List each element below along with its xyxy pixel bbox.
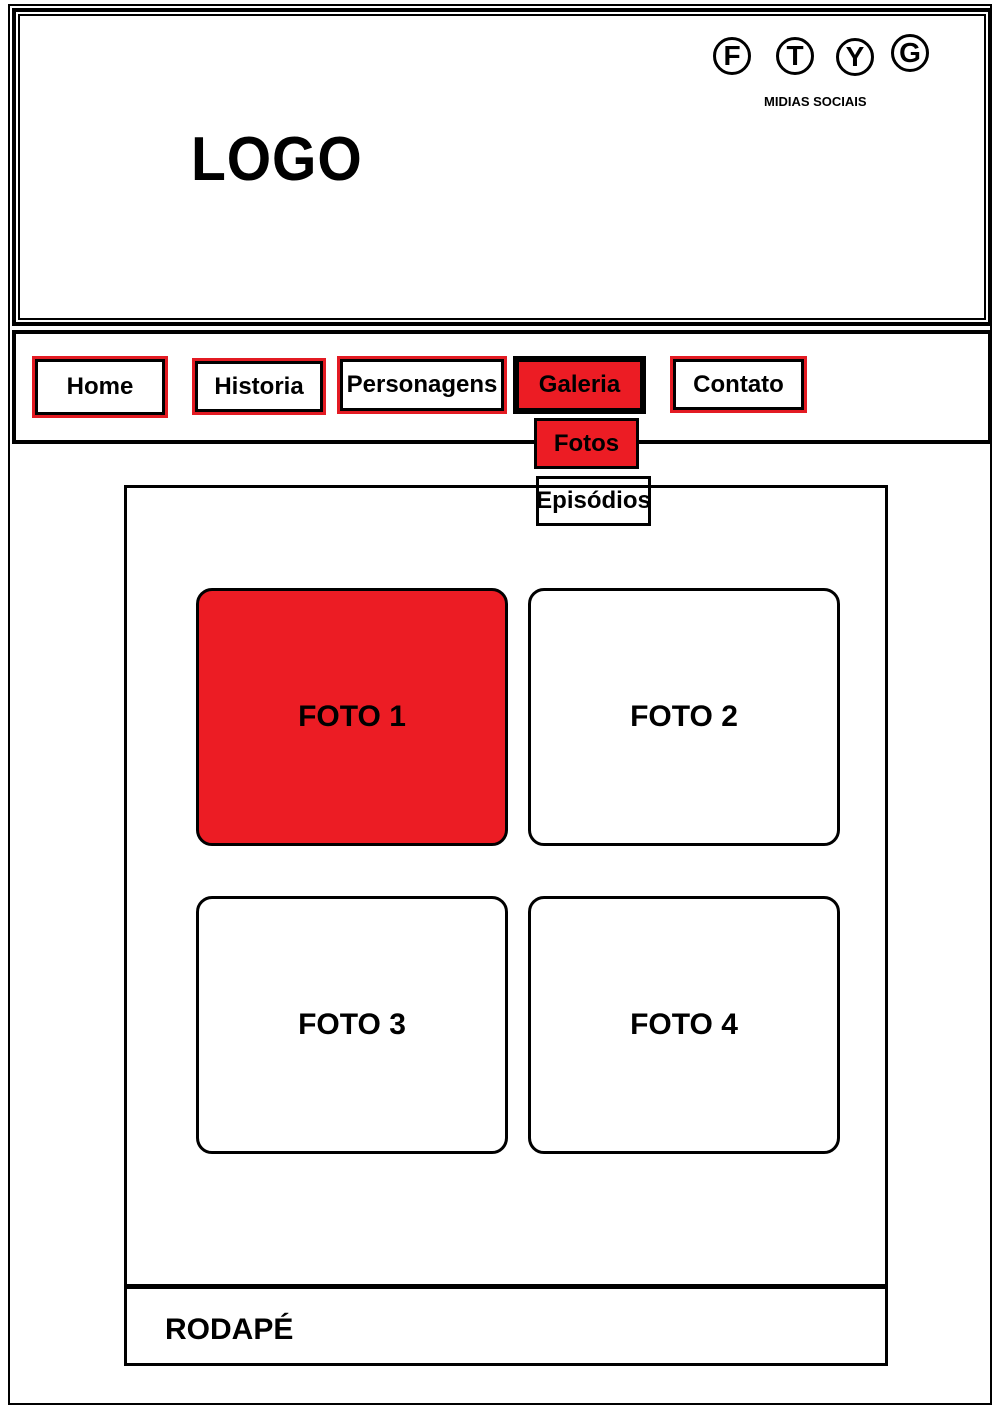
main-content: FOTO 1 FOTO 2 FOTO 3 FOTO 4: [124, 485, 888, 1287]
twitter-icon[interactable]: T: [776, 37, 814, 75]
social-media-label: MIDIAS SOCIAIS: [764, 94, 867, 109]
photo-label: FOTO 1: [298, 700, 406, 733]
header: LOGO: [12, 8, 992, 326]
photo-2[interactable]: FOTO 2: [528, 588, 840, 846]
google-plus-icon[interactable]: G: [891, 34, 929, 72]
nav-item-home[interactable]: Home: [32, 356, 168, 418]
facebook-icon[interactable]: F: [713, 37, 751, 75]
logo[interactable]: LOGO: [191, 125, 363, 194]
dropdown-item-episodios[interactable]: Episódios: [536, 476, 651, 526]
footer-label: RODAPÉ: [165, 1313, 294, 1346]
nav-item-galeria[interactable]: Galeria: [513, 356, 646, 414]
nav-item-contato[interactable]: Contato: [670, 356, 807, 413]
photo-label: FOTO 2: [630, 700, 738, 733]
nav-item-historia[interactable]: Historia: [192, 358, 326, 415]
dropdown-item-fotos[interactable]: Fotos: [534, 418, 639, 469]
navbar: [12, 330, 992, 444]
photo-label: FOTO 3: [298, 1008, 406, 1041]
nav-item-personagens[interactable]: Personagens: [337, 356, 507, 414]
photo-4[interactable]: FOTO 4: [528, 896, 840, 1154]
photo-label: FOTO 4: [630, 1008, 738, 1041]
youtube-icon[interactable]: Y: [836, 38, 874, 76]
photo-1[interactable]: FOTO 1: [196, 588, 508, 846]
page-frame: [8, 4, 992, 1405]
photo-3[interactable]: FOTO 3: [196, 896, 508, 1154]
footer: RODAPÉ: [124, 1286, 888, 1366]
